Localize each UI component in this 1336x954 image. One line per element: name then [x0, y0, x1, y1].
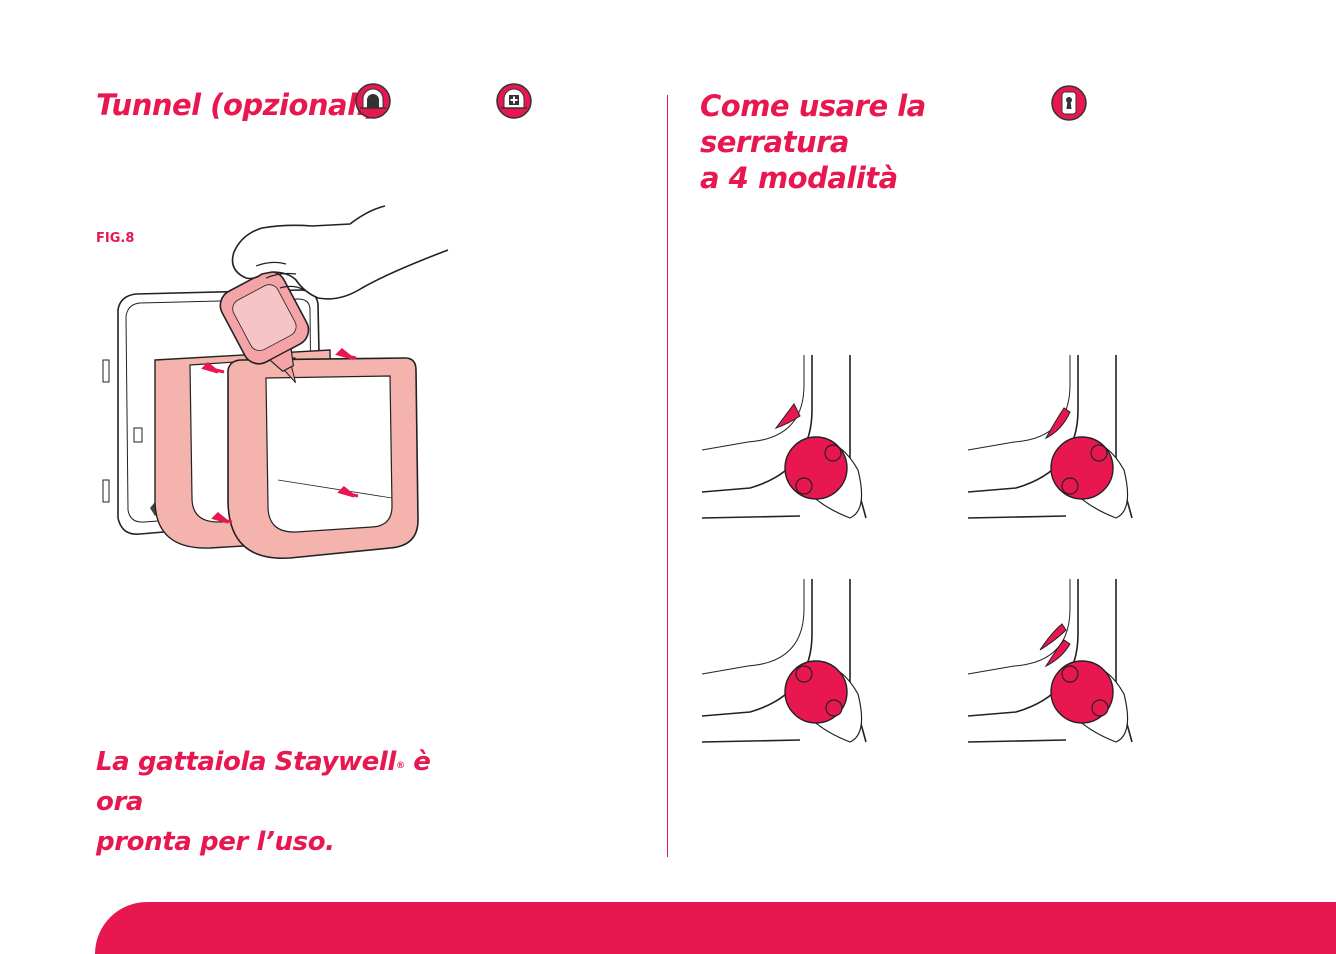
lock-title-line-1: Come usare la serratura: [700, 88, 1060, 160]
ready-line-1: La gattaiola Staywell: [96, 747, 396, 777]
lock-mode-dial-3: [700, 574, 870, 750]
ready-line-2: pronta per l’uso.: [96, 822, 476, 862]
lock-mode-dial-4: [966, 574, 1136, 750]
registered-mark: ®: [396, 761, 405, 771]
lock-mode-dial-2: [966, 350, 1136, 526]
lock-section-title: Come usare la serratura a 4 modalità: [700, 88, 1060, 196]
ready-message: La gattaiola Staywell® è ora pronta per …: [96, 742, 476, 862]
tunnel-icon: [354, 82, 392, 120]
lock-title-line-2: a 4 modalità: [700, 160, 1060, 196]
footer-bar: [95, 902, 1336, 954]
tunnel-fitting-illustration: [100, 200, 450, 570]
tunnel-extension-plus-icon: [495, 82, 533, 120]
page-divider: [667, 95, 668, 857]
lock-mode-dial-1: [700, 350, 870, 526]
tunnel-section-title: Tunnel (opzionali): [96, 88, 379, 122]
keyhole-lock-icon: [1050, 84, 1088, 122]
